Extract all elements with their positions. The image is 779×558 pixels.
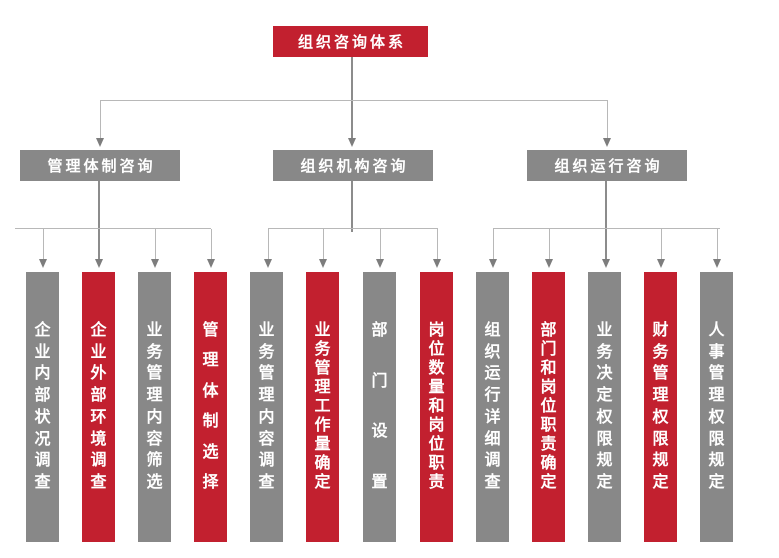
arrow-down-icon (151, 259, 159, 268)
connector-line (380, 229, 381, 259)
arrow-down-icon (39, 259, 47, 268)
connector-line (493, 229, 494, 259)
leaf-bar-label: 组织运行详细调查 (484, 322, 501, 491)
leaf-bar-label: 企业外部环境调查 (90, 322, 107, 491)
leaf-bar-external-environment-survey: 企业外部环境调查 (82, 272, 115, 542)
leaf-bar-label: 业务决定权限规定 (596, 322, 613, 491)
connector-line (717, 229, 718, 259)
leaf-bar-department-position-duties: 部门和岗位职责确定 (532, 272, 565, 542)
leaf-bar-workload-determination: 业务管理工作量确定 (306, 272, 339, 542)
leaf-bar-label: 业务管理内容调查 (258, 322, 275, 491)
arrow-down-icon (95, 259, 103, 268)
arrow-down-icon (319, 259, 327, 268)
leaf-bar-hr-authority: 人事管理权限规定 (700, 272, 733, 542)
connector-line (607, 101, 608, 138)
arrow-down-icon (713, 259, 721, 268)
connector-line (268, 229, 269, 259)
leaf-bar-management-system-selection: 管理体制选择 (194, 272, 227, 542)
branch-node-organizational-operation: 组织运行咨询 (527, 150, 687, 181)
connector-line (605, 181, 607, 260)
leaf-bar-financial-authority: 财务管理权限规定 (644, 272, 677, 542)
leaf-bar-label: 业务管理内容筛选 (146, 322, 163, 491)
arrow-down-icon (602, 259, 610, 268)
leaf-bar-label: 人事管理权限规定 (708, 322, 725, 491)
arrow-down-icon (96, 138, 104, 147)
connector-line (211, 229, 212, 259)
connector-line (155, 229, 156, 259)
leaf-bar-business-content-survey: 业务管理内容调查 (250, 272, 283, 542)
leaf-bar-label: 业务管理工作量确定 (314, 322, 331, 491)
arrow-down-icon (489, 259, 497, 268)
leaf-bar-label: 部门设置 (371, 322, 388, 491)
connector-line (43, 229, 44, 259)
leaf-bar-label: 管理体制选择 (202, 322, 219, 491)
connector-line (100, 100, 608, 101)
arrow-down-icon (657, 259, 665, 268)
leaf-bar-department-setup: 部门设置 (363, 272, 396, 542)
connector-line (493, 228, 720, 229)
root-node: 组织咨询体系 (273, 26, 428, 57)
connector-line (15, 228, 211, 229)
branch-node-management-system: 管理体制咨询 (20, 150, 180, 181)
connector-line (549, 229, 550, 259)
connector-line (351, 181, 353, 232)
arrow-down-icon (603, 138, 611, 147)
connector-line (268, 228, 438, 229)
arrow-down-icon (207, 259, 215, 268)
arrow-down-icon (433, 259, 441, 268)
arrow-down-icon (545, 259, 553, 268)
connector-line (437, 229, 438, 259)
leaf-bar-label: 岗位数量和岗位职责 (428, 322, 445, 491)
arrow-down-icon (376, 259, 384, 268)
arrow-down-icon (264, 259, 272, 268)
branch-node-organizational-structure: 组织机构咨询 (273, 150, 433, 181)
leaf-bar-label: 财务管理权限规定 (652, 322, 669, 491)
connector-line (661, 229, 662, 259)
connector-line (351, 101, 353, 138)
connector-line (98, 181, 100, 260)
leaf-bar-label: 部门和岗位职责确定 (540, 322, 557, 491)
arrow-down-icon (348, 138, 356, 147)
leaf-bar-business-content-screening: 业务管理内容筛选 (138, 272, 171, 542)
connector-line (100, 101, 101, 138)
connector-line (323, 229, 324, 259)
connector-line (351, 57, 353, 100)
leaf-bar-operation-detailed-survey: 组织运行详细调查 (476, 272, 509, 542)
leaf-bar-position-count-duties: 岗位数量和岗位职责 (420, 272, 453, 542)
leaf-bar-internal-status-survey: 企业内部状况调查 (26, 272, 59, 542)
leaf-bar-business-decision-authority: 业务决定权限规定 (588, 272, 621, 542)
leaf-bar-label: 企业内部状况调查 (34, 322, 51, 491)
